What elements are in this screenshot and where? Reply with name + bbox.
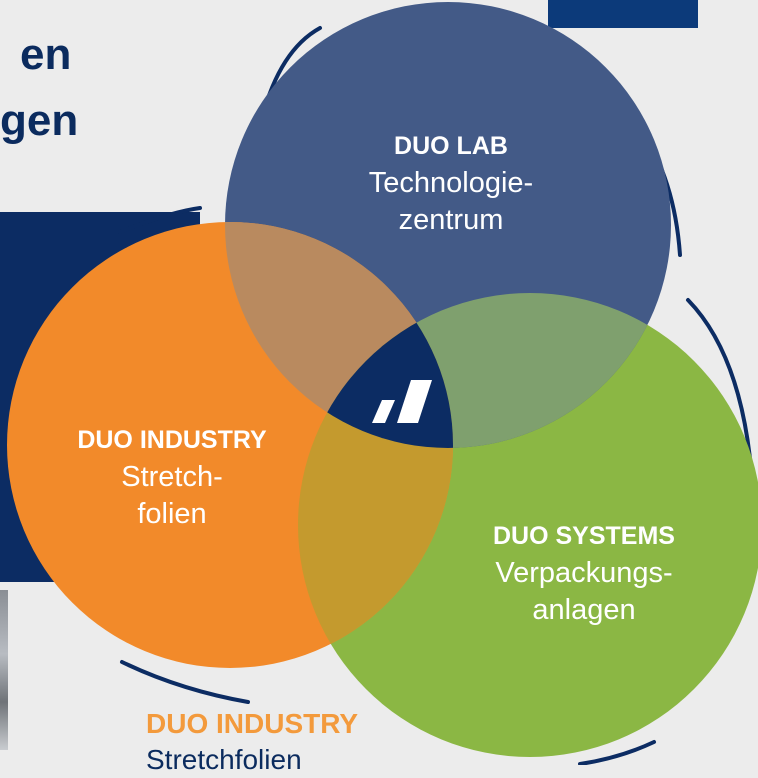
lab-title: DUO LAB xyxy=(394,132,508,160)
industry-line-2: folien xyxy=(137,498,207,530)
outline-arc-industry-top xyxy=(118,206,202,234)
top-banner-tab xyxy=(548,0,698,28)
systems-line-2: anlagen xyxy=(532,594,636,626)
industry-line-1: Stretch- xyxy=(121,461,223,493)
systems-title: DUO SYSTEMS xyxy=(493,522,675,550)
outline-arc-industry-bottom xyxy=(120,660,250,704)
label-duo-systems: DUO SYSTEMS Verpackungs- anlagen xyxy=(438,518,730,629)
page-heading: en gen xyxy=(0,22,78,154)
lab-line-2: zentrum xyxy=(398,204,504,236)
label-duo-industry: DUO INDUSTRY Stretch- folien xyxy=(24,422,320,533)
lab-line-1: Technologie- xyxy=(368,167,534,199)
label-duo-lab: DUO LAB Technologie- zentrum xyxy=(318,128,584,239)
bottom-caption-title: DUO INDUSTRY xyxy=(146,708,359,739)
duo-logo-icon xyxy=(372,380,432,423)
systems-line-1: Verpackungs- xyxy=(495,557,673,589)
bottom-caption-subtitle: Stretchfolien xyxy=(146,744,302,775)
heading-line-1: en xyxy=(20,30,72,79)
bottom-caption: DUO INDUSTRY Stretchfolien xyxy=(146,706,358,778)
outline-arc-systems-bottom xyxy=(578,740,656,765)
industry-title: DUO INDUSTRY xyxy=(77,426,267,454)
heading-line-2: gen xyxy=(0,96,79,145)
background-photo xyxy=(0,590,8,750)
